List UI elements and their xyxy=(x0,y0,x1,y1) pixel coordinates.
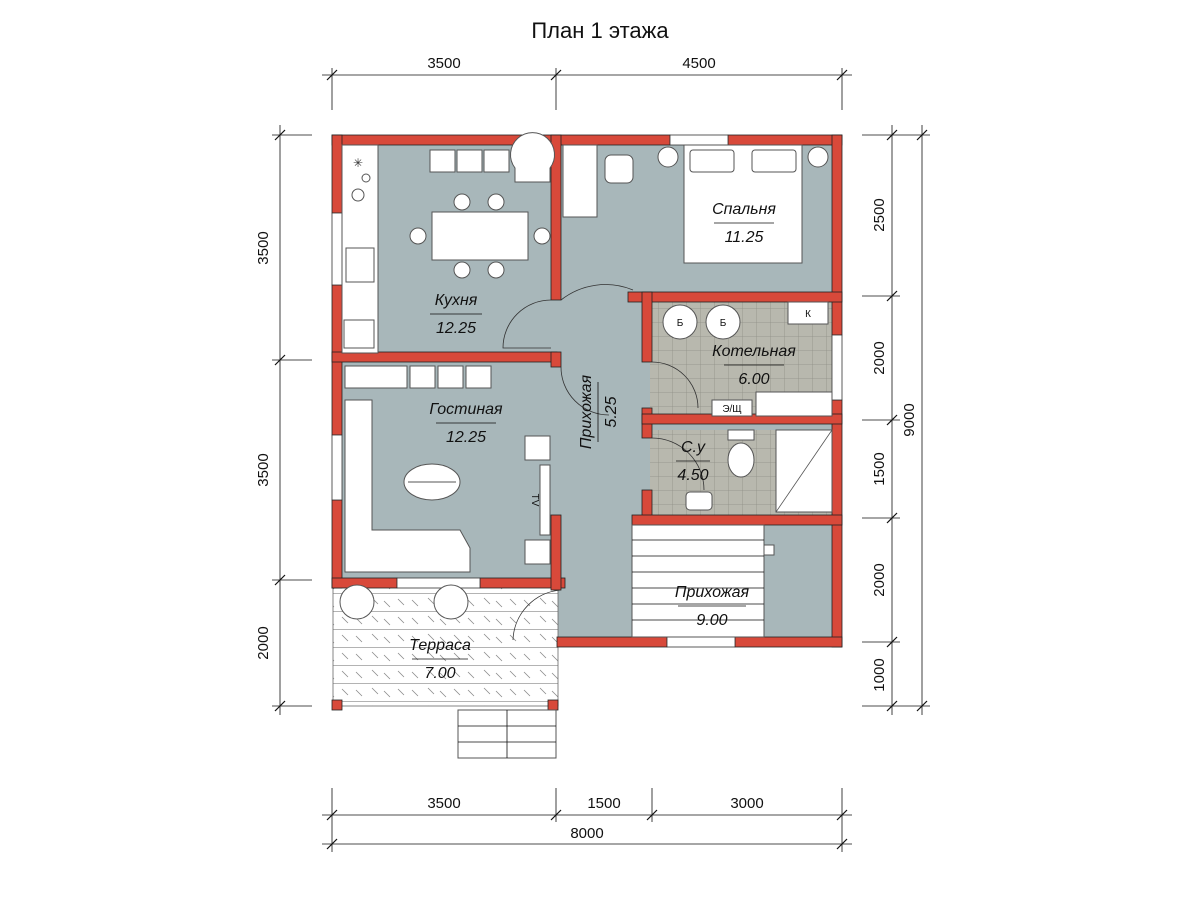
bedroom-furniture xyxy=(562,144,829,264)
cabinet-icon xyxy=(429,149,456,173)
toilet-icon xyxy=(727,442,755,478)
living-furniture: TV xyxy=(344,365,551,573)
tv-stand xyxy=(539,464,551,536)
dim-bottom-3: 3000 xyxy=(730,795,763,812)
dim-bottom-2: 1500 xyxy=(587,795,620,812)
room-boiler-area: 6.00 xyxy=(738,371,769,388)
room-bedroom-area: 11.25 xyxy=(725,229,764,246)
svg-text:Э/Щ: Э/Щ xyxy=(722,404,741,415)
fireplace-icon xyxy=(344,365,408,389)
room-terrace-area: 7.00 xyxy=(424,665,455,682)
terrace-chair-1 xyxy=(339,584,375,620)
svg-text:Б: Б xyxy=(677,318,684,329)
terrace-furniture xyxy=(339,584,557,759)
boiler-tank-1 xyxy=(662,304,698,340)
room-bathroom-name: С.у xyxy=(681,439,706,456)
boiler-tank-2 xyxy=(705,304,741,340)
office-chair-icon xyxy=(604,154,634,184)
dim-right-1: 2500 xyxy=(871,198,888,231)
room-labels: Кухня 12.25 Гостиная 12.25 Прихожая 5.25… xyxy=(409,201,796,682)
dim-right-2: 2000 xyxy=(871,341,888,374)
bathroom-fixtures xyxy=(685,429,833,513)
dim-bottom-total: 8000 xyxy=(570,825,603,842)
svg-text:✳: ✳ xyxy=(353,156,363,170)
dimensions-top: 3500 4500 xyxy=(322,55,852,110)
room-living-area: 12.25 xyxy=(446,429,486,446)
dim-right-3: 1500 xyxy=(871,452,888,485)
dim-right-total: 9000 xyxy=(901,403,918,436)
boiler-equipment: Б Б К Э/Щ xyxy=(662,301,833,417)
chair-icon xyxy=(453,193,471,211)
room-hall-corridor-name: Прихожая xyxy=(578,374,595,449)
dim-top-2: 4500 xyxy=(682,55,715,72)
dim-right-5: 1000 xyxy=(871,658,888,691)
room-living-name: Гостиная xyxy=(429,401,503,418)
room-bathroom-area: 4.50 xyxy=(677,467,708,484)
sink-icon xyxy=(345,247,375,283)
boiler-k-box xyxy=(787,301,829,325)
dim-bottom-1: 3500 xyxy=(427,795,460,812)
dim-left-3: 2000 xyxy=(255,626,272,659)
washbasin-icon xyxy=(685,491,713,511)
dim-right-4: 2000 xyxy=(871,563,888,596)
dimensions-left: 3500 3500 2000 xyxy=(255,125,312,715)
room-terrace-name: Терраса xyxy=(409,637,471,654)
tv-label: TV xyxy=(529,494,540,507)
room-kitchen-area: 12.25 xyxy=(436,320,476,337)
svg-text:К: К xyxy=(805,309,811,320)
dim-top-1: 3500 xyxy=(427,55,460,72)
room-hall-corridor: Прихожая 5.25 xyxy=(578,374,620,449)
dimensions-bottom: 3500 1500 3000 8000 xyxy=(322,788,852,852)
dining-table xyxy=(431,211,529,261)
oven-icon xyxy=(343,319,375,349)
walls xyxy=(331,134,843,711)
corner-sofa xyxy=(344,399,471,573)
room-hall-corridor-area: 5.25 xyxy=(603,396,620,427)
room-bedroom-name: Спальня xyxy=(712,201,776,218)
room-hall-entry-name: Прихожая xyxy=(675,584,750,601)
room-boiler-name: Котельная xyxy=(712,343,796,360)
door-swings xyxy=(502,284,705,641)
nightstand-icon xyxy=(657,146,679,168)
staircase xyxy=(631,524,765,638)
dim-left-2: 3500 xyxy=(255,453,272,486)
svg-text:Б: Б xyxy=(720,318,727,329)
desk-icon xyxy=(562,144,598,218)
washer-counter xyxy=(755,391,833,417)
toilet-tank xyxy=(727,429,755,441)
kitchen-furniture: ✳ xyxy=(341,132,555,354)
room-hall-entry-area: 9.00 xyxy=(696,612,727,629)
plan-title: План 1 этажа xyxy=(531,18,669,43)
stove-icon xyxy=(351,188,365,202)
armchair-icon xyxy=(510,132,555,183)
terrace-chair-2 xyxy=(433,584,469,620)
stairs xyxy=(631,524,775,638)
dimensions-right: 2500 2000 1500 2000 1000 9000 xyxy=(862,125,930,715)
electric-panel xyxy=(711,399,753,417)
dim-left-1: 3500 xyxy=(255,231,272,264)
room-kitchen-name: Кухня xyxy=(435,292,478,309)
